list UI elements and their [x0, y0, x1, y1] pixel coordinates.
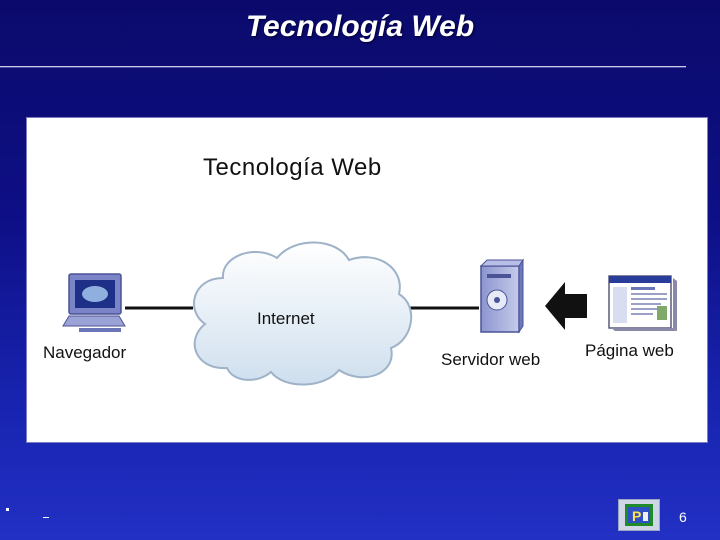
left-arrow-icon	[545, 282, 587, 330]
browser-label: Navegador	[43, 343, 127, 362]
server-tower-icon	[479, 258, 524, 334]
webpage-label: Página web	[585, 341, 674, 360]
footer-dash	[43, 517, 49, 518]
bullet-dot	[6, 508, 9, 511]
computer-monitor-icon	[62, 273, 126, 332]
internet-label: Internet	[257, 309, 315, 328]
cloud-icon	[193, 241, 413, 386]
slide-number: 6	[679, 509, 687, 525]
server-label: Servidor web	[441, 350, 541, 369]
logo-icon: P	[618, 499, 660, 531]
figure-title: Tecnología Web	[203, 154, 382, 181]
diagram-figure: Tecnología Web Navegador Internet Servid…	[26, 117, 708, 443]
webpage-thumbnail-icon	[608, 275, 677, 331]
svg-text:P: P	[632, 508, 641, 524]
diagram-canvas	[62, 241, 677, 386]
title-divider	[0, 66, 686, 67]
slide-title: Tecnología Web	[245, 10, 475, 43]
